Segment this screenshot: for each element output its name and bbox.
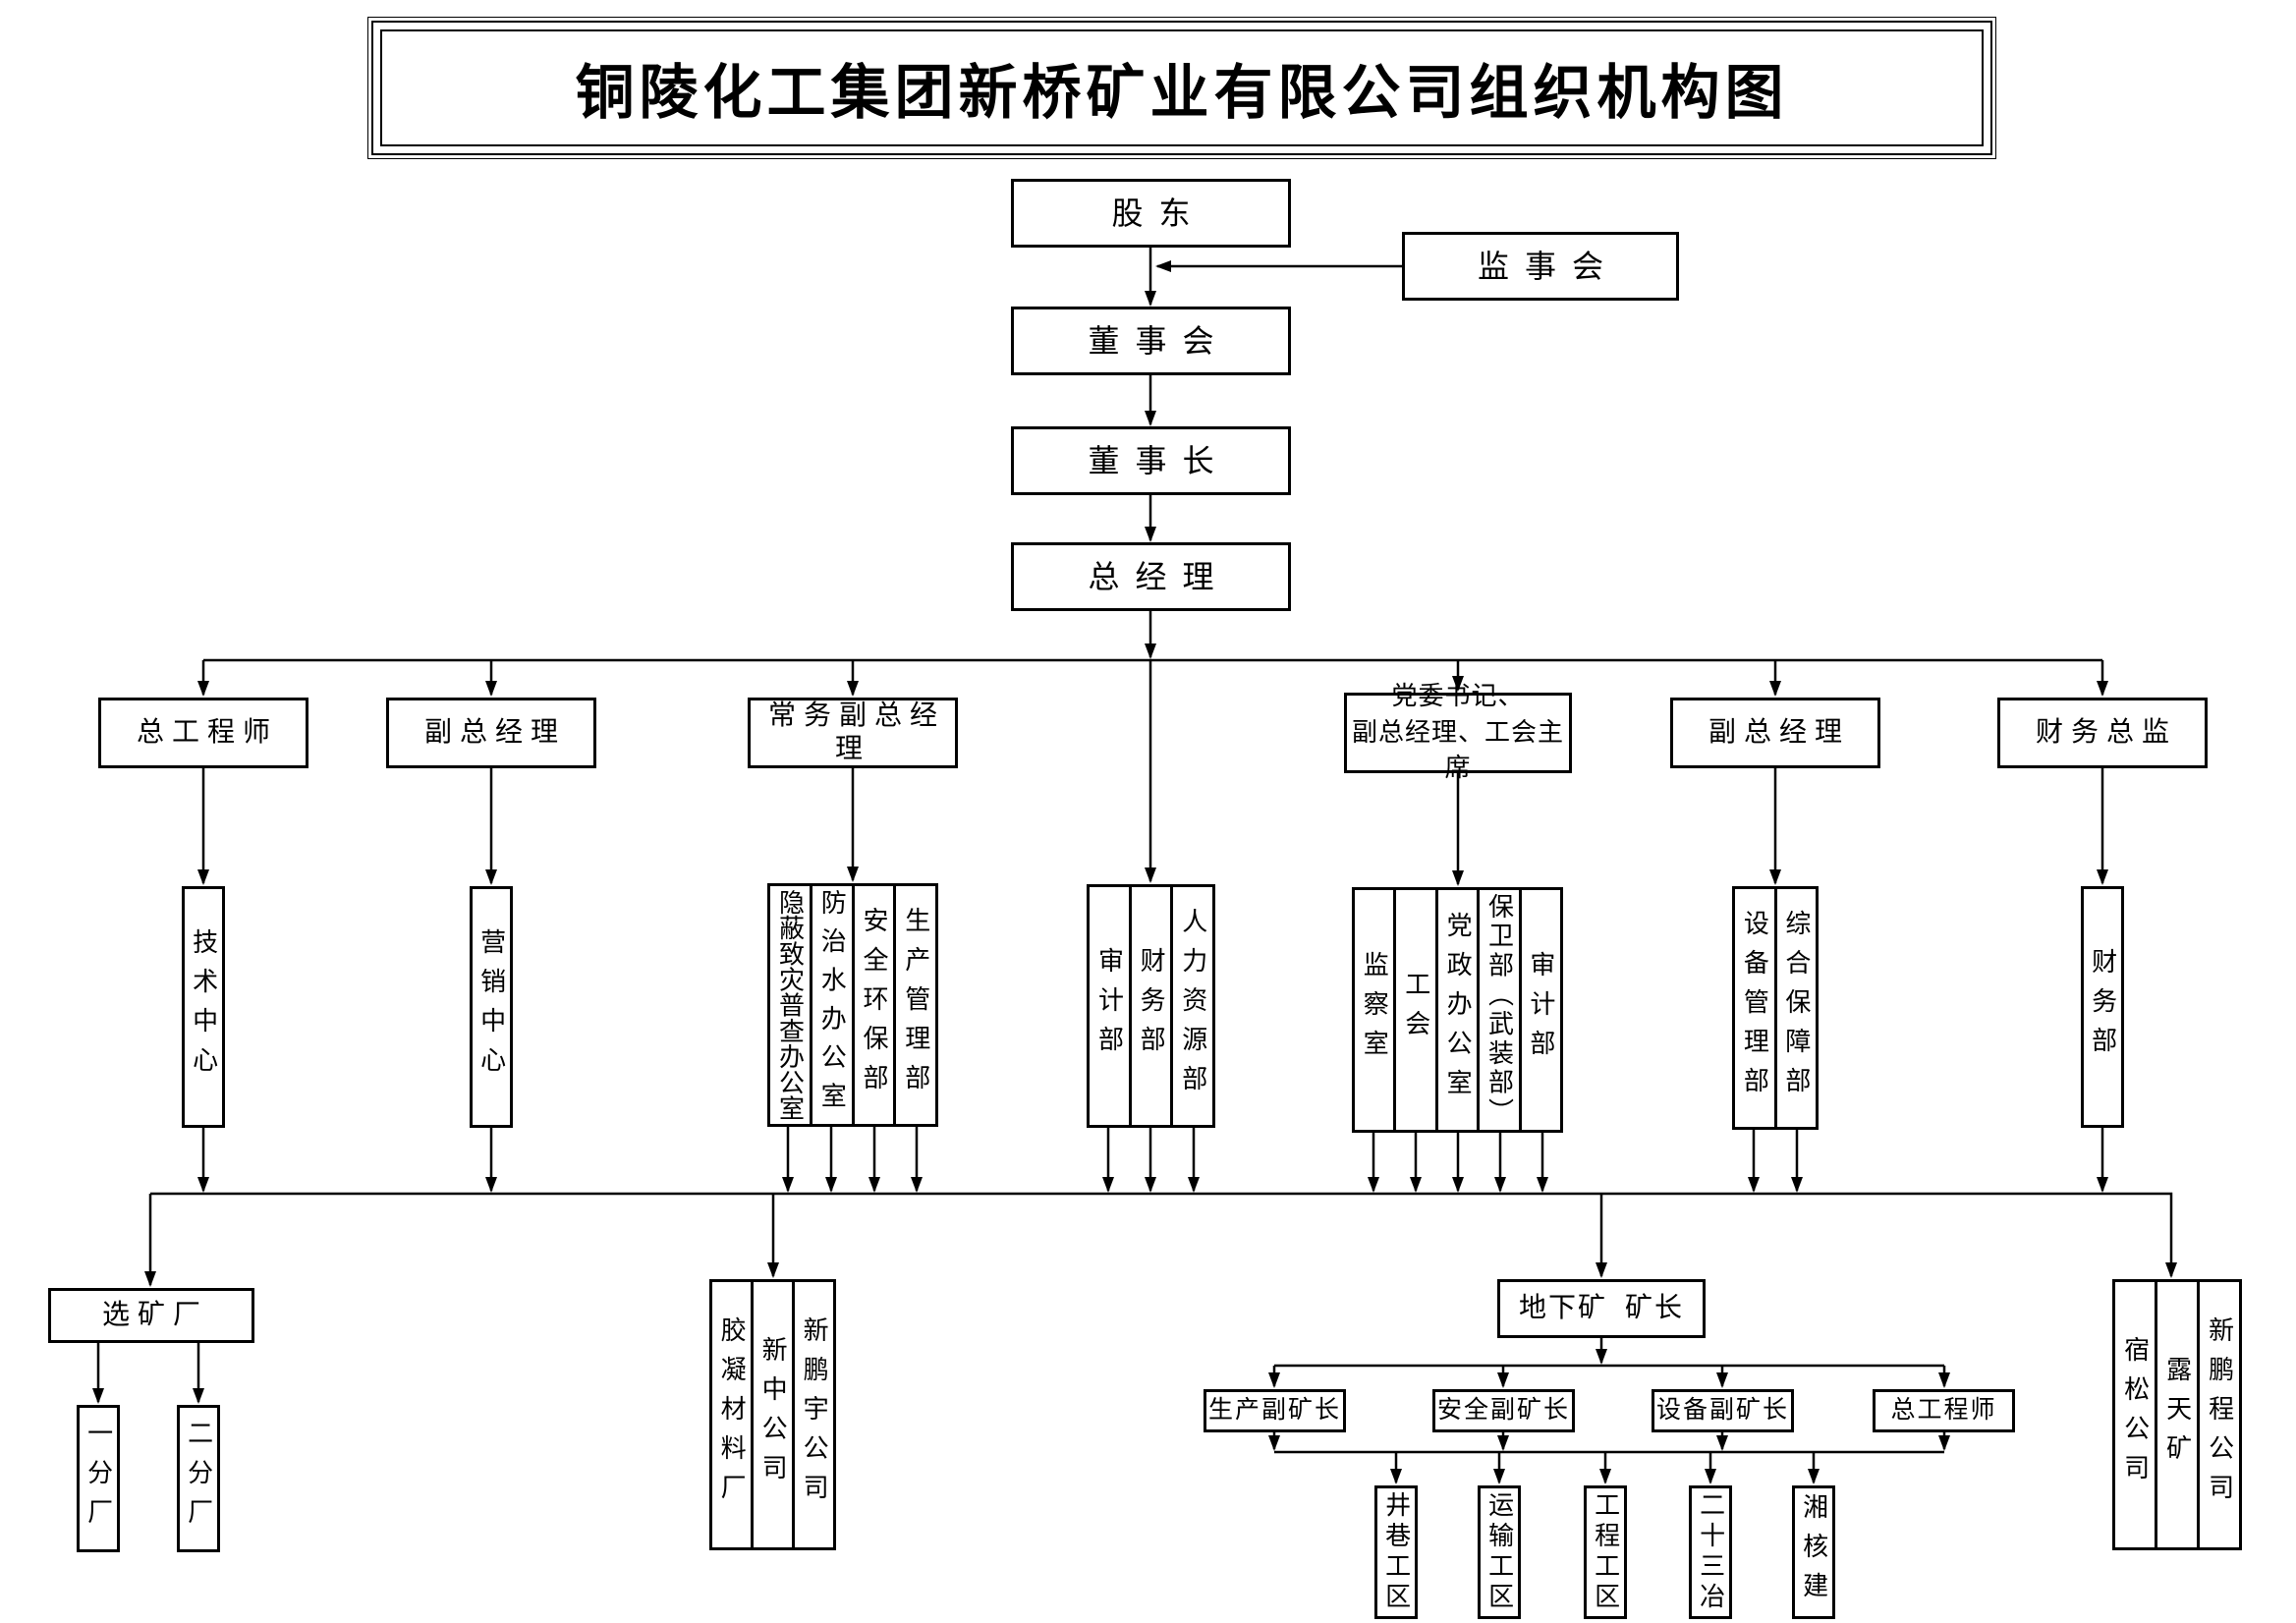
node-cementing-materials-plant: 胶凝材料厂 <box>717 1316 747 1513</box>
node-production-management-dept: 生产管理部 <box>893 886 935 1124</box>
node-equipment-deputy-mine-chief: 设备副矿长 <box>1652 1389 1794 1432</box>
node-chief-engineer: 总工程师 <box>98 698 308 768</box>
node-mine-chief-engineer: 总工程师 <box>1873 1389 2015 1432</box>
node-beneficiation-plant: 选矿厂 <box>48 1288 254 1343</box>
node-shaft-tunnel-work-area: 井巷工区 <box>1374 1485 1418 1619</box>
node-gm-direct-depts: 审计部财务部人力资源部 <box>1087 884 1215 1128</box>
node-security-dept-armed-dept: 保卫部（武装部） <box>1477 890 1518 1130</box>
page-title: 铜陵化工集团新桥矿业有限公司组织机构图 <box>575 60 1789 126</box>
node-deputy-gm-1: 副总经理 <box>386 698 596 768</box>
node-supervision-office: 监察室 <box>1360 951 1389 1069</box>
node-branch-plant-2: 二分厂 <box>177 1405 220 1552</box>
node-deputy-gm-2: 副总经理 <box>1670 698 1880 768</box>
node-equipment-management-dept: 设备管理部 <box>1740 910 1769 1106</box>
node-audit-dept: 审计部 <box>1094 947 1124 1065</box>
node-underground-mine-chief: 地下矿 矿长 <box>1497 1279 1706 1338</box>
node-deputy-gm-2-depts: 设备管理部综合保障部 <box>1732 886 1819 1130</box>
node-subsidiaries-right: 宿松公司露天矿新鹏程公司 <box>2112 1279 2242 1550</box>
node-production-deputy-mine-chief: 生产副矿长 <box>1204 1389 1346 1432</box>
node-subsidiaries-left: 胶凝材料厂新中公司新鹏宇公司 <box>709 1279 836 1550</box>
node-hidden-disaster-survey-office: 隐蔽致灾普查办公室 <box>775 889 805 1121</box>
node-transport-work-area: 运输工区 <box>1478 1485 1521 1619</box>
node-safety-environment-dept: 安全环保部 <box>851 886 894 1124</box>
node-marketing-center: 营销中心 <box>470 886 513 1128</box>
node-executive-deputy-gm: 常务副总经理 <box>748 698 958 768</box>
node-comprehensive-support-dept: 综合保障部 <box>1773 889 1817 1127</box>
node-water-control-office: 防治水办公室 <box>809 886 852 1124</box>
node-party-admin-office: 党政办公室 <box>1434 890 1477 1130</box>
node-cfo: 财务总监 <box>1997 698 2208 768</box>
node-finance-dept: 财务部 <box>1128 887 1171 1125</box>
node-labor-union: 工会 <box>1393 890 1434 1130</box>
node-shareholders: 股东 <box>1011 179 1291 248</box>
node-tech-center: 技术中心 <box>182 886 225 1128</box>
node-audit-dept-2: 审计部 <box>1518 890 1560 1130</box>
node-safety-deputy-mine-chief: 安全副矿长 <box>1432 1389 1575 1432</box>
connector <box>150 1192 2177 1278</box>
node-open-pit-mine: 露天矿 <box>2155 1282 2197 1547</box>
node-susong-company: 宿松公司 <box>2120 1336 2150 1493</box>
node-xinpengyu-company: 新鹏宇公司 <box>792 1282 833 1547</box>
node-xiang-he-jian: 湘核建 <box>1792 1485 1835 1619</box>
node-general-manager: 总经理 <box>1011 542 1291 611</box>
node-branch-plant-1: 一分厂 <box>77 1405 120 1552</box>
node-engineering-work-area: 工程工区 <box>1584 1485 1627 1619</box>
node-chairman: 董事长 <box>1011 426 1291 495</box>
node-xinpengcheng-company: 新鹏程公司 <box>2197 1282 2239 1547</box>
node-party-secretary-deputy-gm-union-chairman: 党委书记、 副总经理、工会主席 <box>1344 682 1572 782</box>
node-hr-dept: 人力资源部 <box>1170 887 1212 1125</box>
node-executive-deputy-gm-depts: 隐蔽致灾普查办公室防治水办公室安全环保部生产管理部 <box>767 883 938 1127</box>
node-supervisory-board: 监事会 <box>1402 232 1679 301</box>
title-border: 铜陵化工集团新桥矿业有限公司组织机构图 <box>380 29 1984 146</box>
node-twenty-third-mcc: 二十三冶 <box>1689 1485 1732 1619</box>
node-board-of-directors: 董事会 <box>1011 307 1291 375</box>
node-xinzhong-company: 新中公司 <box>751 1282 792 1547</box>
node-party-depts: 监察室工会党政办公室保卫部（武装部）审计部 <box>1352 887 1563 1133</box>
title-frame: 铜陵化工集团新桥矿业有限公司组织机构图 <box>367 17 1996 159</box>
node-finance-dept-right: 财务部 <box>2081 886 2124 1128</box>
